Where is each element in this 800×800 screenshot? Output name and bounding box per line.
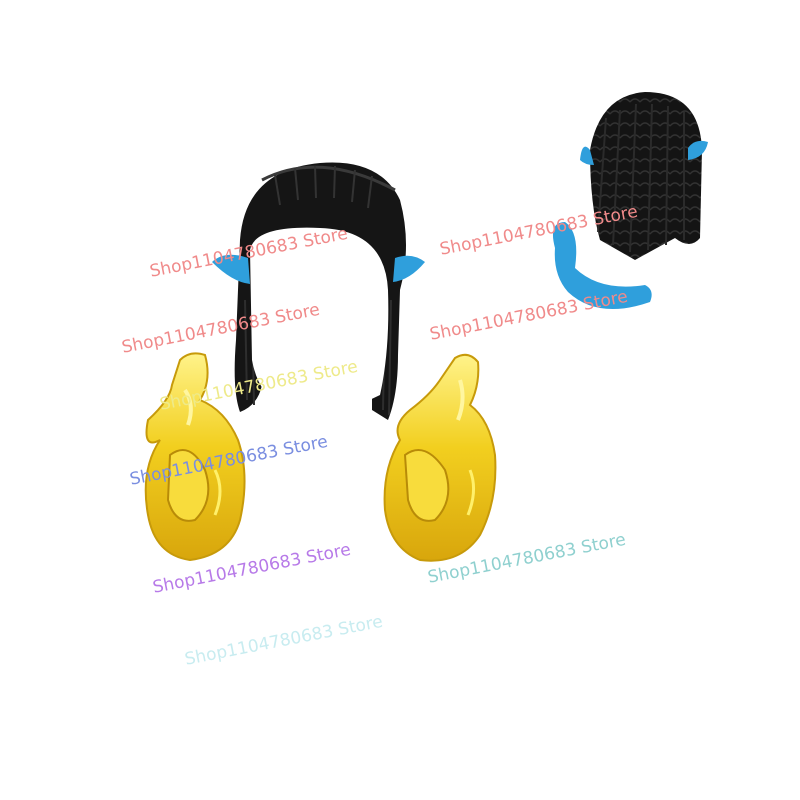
wig-hair-shape	[234, 162, 406, 420]
right-ear	[393, 255, 425, 282]
right-flame	[383, 353, 497, 562]
left-flame	[144, 352, 246, 562]
front-wig	[212, 162, 425, 420]
back-wig-braids	[590, 92, 702, 260]
blue-tail	[552, 222, 652, 310]
back-wig	[552, 92, 708, 310]
left-ear	[212, 254, 250, 284]
